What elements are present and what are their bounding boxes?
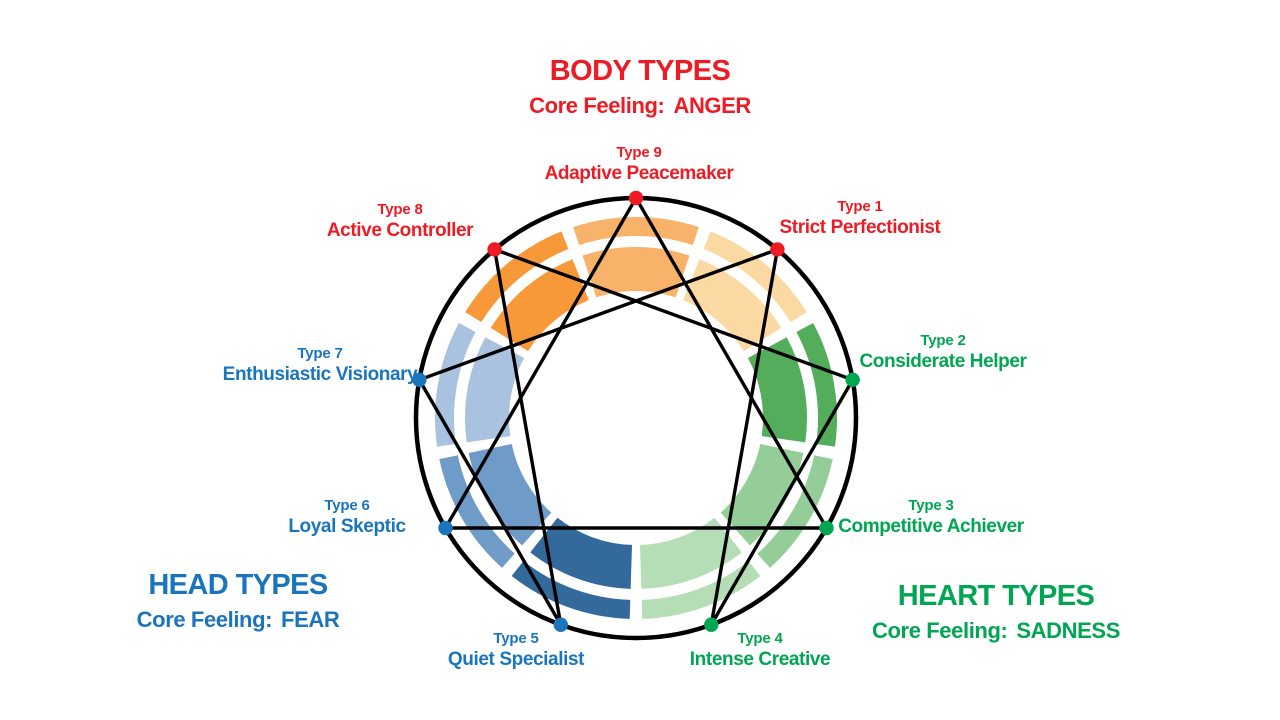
sector-type-9-outer-ring (573, 216, 699, 246)
sector-type-3-inner-ring (720, 443, 804, 546)
type-8-number: Type 8 (377, 201, 423, 218)
type-7-name: Enthusiastic Visionary (222, 364, 418, 385)
sector-type-4-inner-ring (639, 517, 742, 589)
type-6-label: Type 6 Loyal Skeptic (288, 497, 406, 537)
sector-type-7-outer-ring (435, 323, 476, 447)
sector-type-4-outer-ring (641, 561, 761, 619)
sector-type-9-inner-ring (582, 247, 690, 298)
sector-type-5-inner-ring (530, 517, 633, 589)
type-2-name: Considerate Helper (859, 351, 1027, 372)
heart-types-subtitle: Core Feeling: SADNESS (872, 620, 1120, 642)
connection-line-4-2 (709, 378, 855, 627)
type-2-label: Type 2 Considerate Helper (859, 333, 1026, 371)
type-5-label: Type 5 Quiet Specialist (447, 630, 585, 670)
type-4-dot (704, 617, 719, 632)
type-8-label: Type 8 Active Controller (326, 201, 474, 241)
type-8-dot (487, 242, 502, 257)
connection-line-9-3 (634, 196, 829, 530)
sector-type-2-inner-ring (747, 337, 807, 443)
sector-type-8-inner-ring (490, 259, 589, 352)
heart-subtitle-prefix: Core Feeling: (872, 618, 1008, 643)
type-1-number: Type 1 (837, 198, 883, 215)
head-types-title: HEAD TYPES (148, 569, 328, 601)
type-9-number: Type 9 (616, 144, 662, 161)
body-types-subtitle: Core Feeling: ANGER (529, 95, 751, 117)
sector-type-8-outer-ring (465, 231, 569, 323)
type-7-dot (412, 372, 427, 387)
sector-type-6-outer-ring (439, 455, 515, 568)
body-core-feeling: ANGER (673, 93, 751, 118)
type-4-number: Type 4 (737, 630, 783, 647)
type-2-number: Type 2 (920, 332, 966, 349)
body-types-title: BODY TYPES (549, 55, 731, 87)
type-1-dot (770, 242, 785, 257)
type-6-dot (438, 520, 453, 536)
sector-type-7-inner-ring (464, 337, 525, 443)
connection-line-2-8 (492, 247, 855, 382)
connection-line-1-4 (709, 247, 780, 627)
type-3-dot (819, 520, 834, 536)
head-types-subtitle: Core Feeling: FEAR (137, 609, 340, 631)
body-types-heading: BODY TYPES Core Feeling: ANGER (529, 57, 751, 117)
head-types-heading: HEAD TYPES Core Feeling: FEAR (137, 571, 340, 631)
type-6-number: Type 6 (324, 497, 370, 514)
connection-line-7-1 (417, 247, 780, 382)
type-9-dot (628, 190, 644, 206)
type-3-number: Type 3 (908, 497, 954, 514)
type-4-name: Intense Creative (689, 649, 831, 670)
heart-types-title: HEART TYPES (897, 580, 1095, 612)
type-9-name: Adaptive Peacemaker (544, 163, 734, 184)
type-7-label: Type 7 Enthusiastic Visionary (223, 346, 418, 384)
type-5-name: Quiet Specialist (447, 649, 585, 670)
body-subtitle-prefix: Core Feeling: (529, 93, 665, 118)
type-1-name: Strict Perfectionist (779, 217, 941, 238)
head-core-feeling: FEAR (281, 607, 340, 632)
heart-types-heading: HEART TYPES Core Feeling: SADNESS (872, 582, 1120, 642)
type-4-label: Type 4 Intense Creative (689, 630, 831, 670)
type-5-number: Type 5 (493, 630, 539, 647)
type-9-label: Type 9 Adaptive Peacemaker (545, 145, 734, 183)
sector-type-3-outer-ring (757, 455, 833, 568)
sector-type-1-inner-ring (683, 259, 782, 352)
sector-type-1-outer-ring (703, 231, 807, 323)
type-1-label: Type 1 Strict Perfectionist (780, 199, 941, 237)
type-3-label: Type 3 Competitive Achiever (838, 498, 1024, 536)
sector-type-2-outer-ring (796, 323, 837, 447)
type-6-name: Loyal Skeptic (288, 516, 406, 537)
type-8-name: Active Controller (326, 220, 474, 241)
heart-core-feeling: SADNESS (1016, 618, 1120, 643)
type-5-dot (553, 617, 568, 632)
connection-line-6-9 (443, 196, 638, 530)
sector-type-5-outer-ring (511, 561, 631, 619)
type-3-name: Competitive Achiever (838, 516, 1024, 537)
type-2-dot (845, 372, 860, 387)
type-7-number: Type 7 (297, 345, 343, 362)
connection-line-5-7 (417, 378, 563, 627)
connection-line-8-5 (492, 247, 563, 627)
sector-type-6-inner-ring (468, 443, 552, 546)
head-subtitle-prefix: Core Feeling: (136, 607, 273, 632)
